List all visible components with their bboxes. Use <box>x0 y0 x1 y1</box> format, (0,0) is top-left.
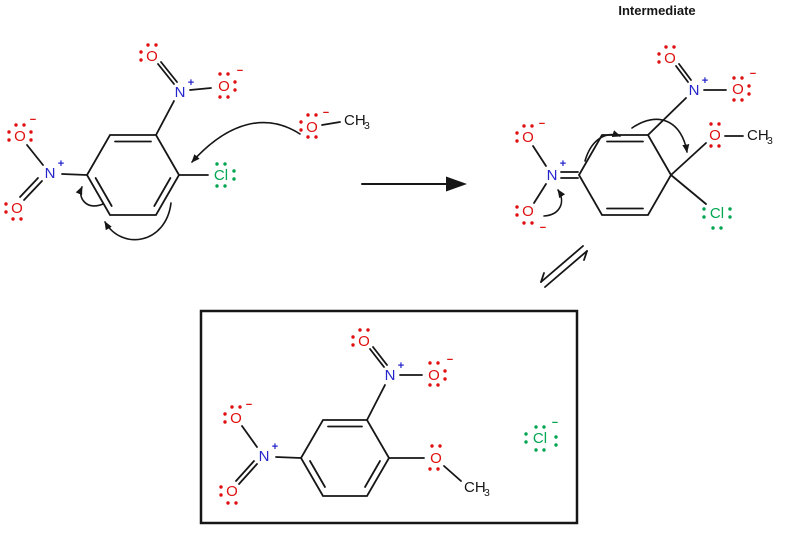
minus-charge: − <box>750 68 756 80</box>
oxygen-lone-pairs <box>351 328 370 347</box>
para-nitro-group: N + O − O <box>219 399 302 505</box>
nitrogen-label: N <box>547 167 558 184</box>
benzene-ring <box>299 419 391 497</box>
chlorine-label: Cl <box>533 430 547 447</box>
oxygen-lone-pairs <box>515 205 534 225</box>
oxygen-label: O <box>428 367 440 384</box>
curved-arrow-cn-into-ring <box>584 130 621 162</box>
oxygen-lone-pairs <box>299 113 318 139</box>
minus-charge: − <box>552 417 558 429</box>
reactant-molecule: Cl N + O O − <box>4 43 370 241</box>
chlorine-label: Cl <box>214 167 228 184</box>
plus-charge: + <box>188 77 194 89</box>
cyclohexadienyl-ring <box>577 134 673 216</box>
benzene-ring <box>85 134 181 216</box>
methoxy-group: O CH 3 <box>388 444 490 499</box>
methyl-label: CH <box>344 112 366 129</box>
oxygen-lone-pairs <box>223 405 242 424</box>
oxygen-lone-pairs <box>732 76 751 102</box>
equilibrium-arrows <box>540 245 588 288</box>
intermediate-caption: Intermediate <box>618 3 695 18</box>
minus-charge: − <box>539 118 545 130</box>
methyl-label: CH <box>464 479 486 496</box>
nitrogen-label: N <box>385 367 396 384</box>
oxygen-label: O <box>226 483 238 500</box>
plus-charge: + <box>398 360 404 372</box>
minus-charge: − <box>323 107 329 119</box>
oxygen-label: O <box>709 127 721 144</box>
nitrogen-label: N <box>175 84 186 101</box>
curved-arrow-ring-bottom <box>104 202 172 241</box>
oxygen-label: O <box>358 333 370 350</box>
intermediate-molecule: Intermediate N + O − O − <box>515 3 773 234</box>
chlorine-lone-pairs <box>215 162 236 188</box>
oxygen-label: O <box>11 200 23 217</box>
reaction-arrowhead <box>446 176 467 192</box>
minus-charge: − <box>246 399 252 411</box>
oxygen-lone-pairs <box>219 485 238 505</box>
oxygen-lone-pairs <box>218 72 237 99</box>
curved-arrow-ring-to-carbon <box>631 118 690 153</box>
nitrogen-label: N <box>689 82 700 99</box>
minus-charge: − <box>540 222 546 234</box>
chloride-ion: Cl − <box>524 417 558 452</box>
chlorine-label: Cl <box>710 205 724 222</box>
methyl-subscript: 3 <box>364 120 370 132</box>
plus-charge: + <box>272 441 278 453</box>
para-nitro-group: N + O − O <box>4 114 88 221</box>
plus-charge: + <box>560 158 566 170</box>
chlorine-lone-pairs <box>524 425 558 452</box>
oxygen-lone-pairs <box>515 124 534 143</box>
plus-charge: + <box>58 158 64 170</box>
product-box <box>199 309 579 525</box>
ortho-nitro-group: N + O O − <box>351 328 453 421</box>
oxygen-label: O <box>522 129 534 146</box>
oxygen-label: O <box>522 203 534 220</box>
chlorine-lone-pairs <box>702 207 732 230</box>
oxygen-lone-pairs <box>428 444 442 471</box>
oxygen-label: O <box>664 50 676 67</box>
oxygen-label: O <box>430 450 442 467</box>
curved-arrow-oxide-to-nitrogen <box>543 189 566 217</box>
oxygen-lone-pairs <box>139 43 158 62</box>
chloro-group: Cl <box>178 162 236 188</box>
reaction-arrow <box>361 176 467 192</box>
minus-charge: − <box>30 114 36 126</box>
plus-charge: + <box>702 75 708 87</box>
oxygen-label: O <box>230 410 242 427</box>
oxygen-label: O <box>732 81 744 98</box>
nitrogen-label: N <box>259 448 270 465</box>
methoxy-group: O CH 3 <box>670 122 773 176</box>
oxygen-label: O <box>306 119 318 136</box>
oxygen-label: O <box>218 78 230 95</box>
oxygen-lone-pairs <box>7 123 33 142</box>
curved-arrow-nucleophilic-attack <box>191 121 301 163</box>
oxygen-label: O <box>14 128 26 145</box>
leaving-chloro-group: Cl <box>670 174 732 230</box>
para-nitronate-group: N + O − O − <box>515 118 579 234</box>
methyl-label: CH <box>747 127 769 144</box>
oxygen-lone-pairs <box>657 45 676 64</box>
oxygen-label: O <box>146 48 158 65</box>
methoxide-nucleophile: O − CH 3 <box>299 107 370 139</box>
methyl-subscript: 3 <box>767 135 773 147</box>
oxygen-lone-pairs <box>428 361 447 387</box>
curved-arrow-ring-left <box>75 186 104 207</box>
methyl-subscript: 3 <box>484 487 490 499</box>
oxygen-lone-pairs <box>709 122 721 148</box>
nitrogen-label: N <box>45 165 56 182</box>
ortho-nitro-group: N + O O − <box>647 45 756 136</box>
product-molecule: N + O O − N + O − <box>219 328 490 505</box>
ortho-nitro-group: N + O O − <box>139 43 243 136</box>
minus-charge: − <box>237 65 243 77</box>
oxygen-lone-pairs <box>4 202 23 221</box>
minus-charge: − <box>447 354 453 366</box>
